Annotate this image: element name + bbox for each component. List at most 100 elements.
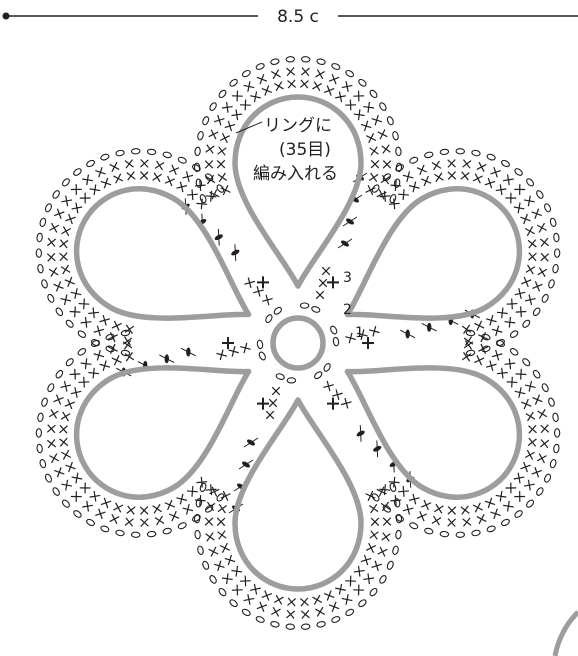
single-crochet-stitch (228, 346, 238, 356)
chain-stitch (286, 56, 295, 62)
single-crochet-stitch (409, 182, 419, 192)
single-crochet-stitch (153, 504, 162, 513)
chain-stitch (521, 357, 531, 367)
single-crochet-stitch (47, 425, 55, 433)
single-crochet-stitch (262, 85, 272, 95)
single-crochet-stitch (140, 160, 148, 168)
single-crochet-stitch (300, 80, 308, 88)
single-crochet-stitch (61, 450, 70, 459)
chain-stitch (36, 249, 41, 257)
chain-stitch (77, 347, 87, 356)
chain-stitch (55, 369, 64, 379)
single-crochet-stitch (240, 343, 250, 353)
single-crochet-stitch (503, 175, 514, 186)
single-crochet-stitch (209, 129, 219, 139)
chain-stitch (554, 429, 559, 437)
single-crochet-stitch (329, 74, 339, 84)
single-crochet-stitch (60, 253, 68, 261)
single-crochet-stitch (88, 308, 99, 319)
single-crochet-stitch (372, 561, 382, 571)
single-crochet-stitch (525, 295, 535, 305)
single-crochet-stitch (335, 584, 346, 595)
single-crochet-stitch (533, 395, 543, 405)
single-crochet-stitch (301, 67, 309, 75)
single-crochet-stitch (231, 109, 242, 120)
chain-stitch (541, 293, 549, 303)
callout-line-2: (35目) (279, 140, 331, 160)
chain-stitch (386, 116, 394, 126)
single-crochet-stitch (448, 519, 456, 527)
chain-stitch (543, 203, 551, 213)
chain-stitch (552, 264, 559, 273)
chain-stitch (345, 608, 355, 617)
single-crochet-stitch (528, 240, 536, 248)
single-crochet-stitch (71, 491, 82, 502)
single-crochet-stitch (461, 172, 470, 181)
chain-stitch (395, 147, 401, 156)
chain-stitch (323, 362, 332, 372)
chain-stitch (389, 194, 397, 204)
chain-stitch (466, 350, 475, 357)
chain-stitch (392, 131, 399, 140)
chain-stitch (521, 319, 531, 329)
single-crochet-stitch (70, 369, 81, 380)
tall-stitch (353, 425, 368, 442)
single-crochet-stitch (125, 160, 134, 169)
single-crochet-stitch (369, 326, 379, 336)
chain-stitch (257, 340, 264, 349)
chain-stitch (121, 350, 130, 357)
chain-stitch (369, 587, 378, 597)
single-crochet-stitch (541, 253, 549, 261)
single-crochet-stitch (485, 178, 495, 188)
chain-stitch (100, 525, 110, 533)
tall-stitch (422, 319, 437, 336)
single-crochet-stitch (505, 193, 516, 204)
chain-stitch (37, 264, 44, 273)
chain-stitch (241, 69, 251, 78)
single-crochet-stitch (266, 411, 274, 419)
single-crochet-stitch (372, 115, 382, 125)
single-crochet-stitch (231, 566, 242, 577)
single-crochet-stitch (477, 162, 486, 171)
single-crochet-stitch (342, 81, 353, 92)
chain-stitch (552, 413, 559, 422)
single-crochet-stitch (65, 462, 75, 472)
chain-stitch (115, 150, 124, 157)
single-crochet-stitch (60, 438, 68, 446)
increase-mark (327, 276, 339, 288)
single-crochet-stitch (65, 277, 75, 287)
single-crochet-stitch (90, 184, 101, 195)
single-crochet-stitch (434, 504, 443, 513)
chain-stitch (424, 151, 433, 158)
single-crochet-stitch (366, 543, 376, 553)
chain-stitch (77, 330, 87, 339)
single-crochet-stitch (369, 504, 378, 513)
single-crochet-stitch (54, 209, 64, 219)
single-crochet-stitch (540, 238, 548, 246)
chain-stitch (197, 546, 204, 555)
single-crochet-stitch (496, 491, 507, 502)
single-crochet-stitch (538, 409, 547, 418)
single-crochet-stitch (127, 506, 136, 515)
chain-stitch (196, 498, 203, 507)
callout-line-1: リングに (264, 116, 332, 136)
single-crochet-stitch (366, 133, 376, 143)
single-crochet-stitch (528, 253, 536, 261)
single-crochet-stitch (507, 298, 518, 309)
chain-stitch (549, 459, 556, 469)
single-crochet-stitch (183, 504, 193, 514)
single-crochet-stitch (262, 590, 272, 600)
chain-stitch (44, 473, 52, 483)
single-crochet-stitch (490, 167, 500, 177)
single-crochet-stitch (101, 178, 111, 188)
single-crochet-stitch (361, 555, 371, 565)
chain-stitch (331, 63, 341, 71)
single-crochet-stitch (250, 584, 261, 595)
single-crochet-stitch (205, 161, 213, 169)
tall-stitch (400, 326, 415, 343)
single-crochet-stitch (403, 504, 413, 514)
chain-stitch (270, 58, 279, 65)
chain-stitch (466, 330, 475, 337)
chain-stitch (358, 78, 368, 87)
single-crochet-stitch (477, 514, 486, 523)
